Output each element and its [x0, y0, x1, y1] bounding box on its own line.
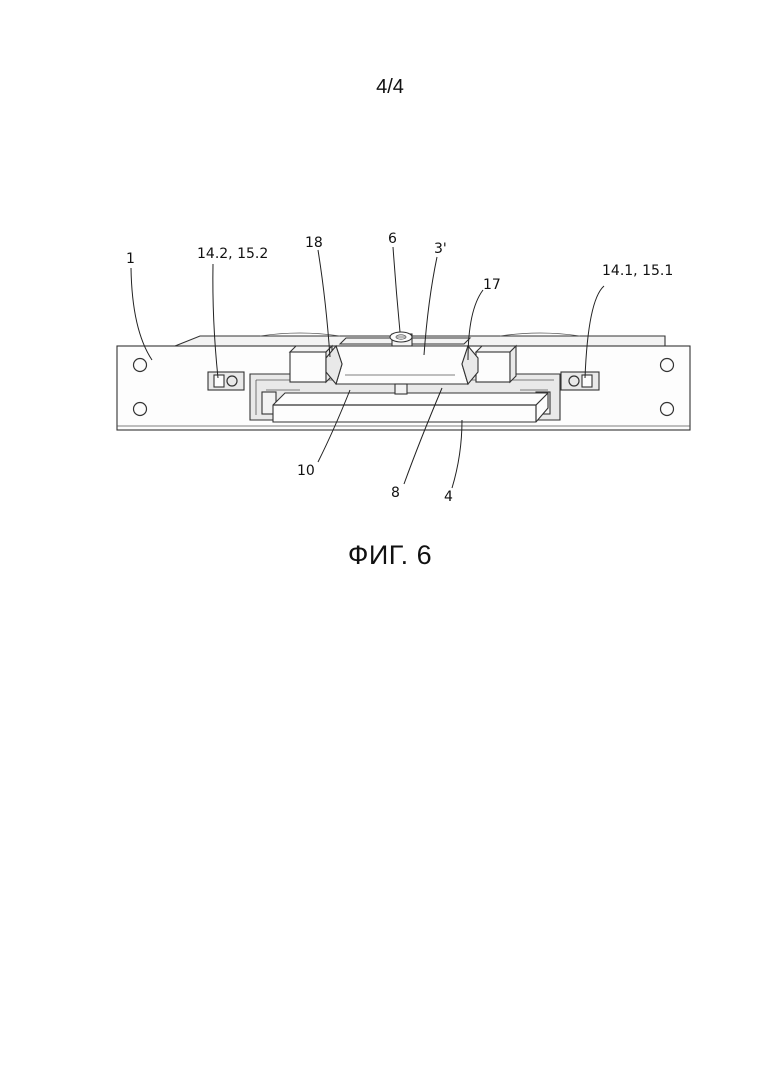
leader-6 — [393, 247, 400, 332]
callout-1: 1 — [126, 251, 135, 267]
slide-bar — [273, 393, 548, 422]
callout-17: 17 — [483, 277, 501, 293]
callout-14-1-15-1: 14.1, 15.1 — [602, 263, 673, 279]
right-slot-element — [561, 372, 599, 390]
callout-18: 18 — [305, 235, 323, 251]
adjustment-screw — [390, 332, 412, 346]
callout-6: 6 — [388, 231, 397, 247]
left-slot-element — [208, 372, 244, 390]
callout-3-prime: 3' — [434, 241, 447, 257]
callout-14-2-15-2: 14.2, 15.2 — [197, 246, 268, 262]
callout-8: 8 — [391, 485, 400, 501]
right-guide-block — [476, 346, 516, 382]
figure-caption: ФИГ. 6 — [0, 540, 780, 571]
callout-4: 4 — [444, 489, 453, 505]
callout-10: 10 — [297, 463, 315, 479]
